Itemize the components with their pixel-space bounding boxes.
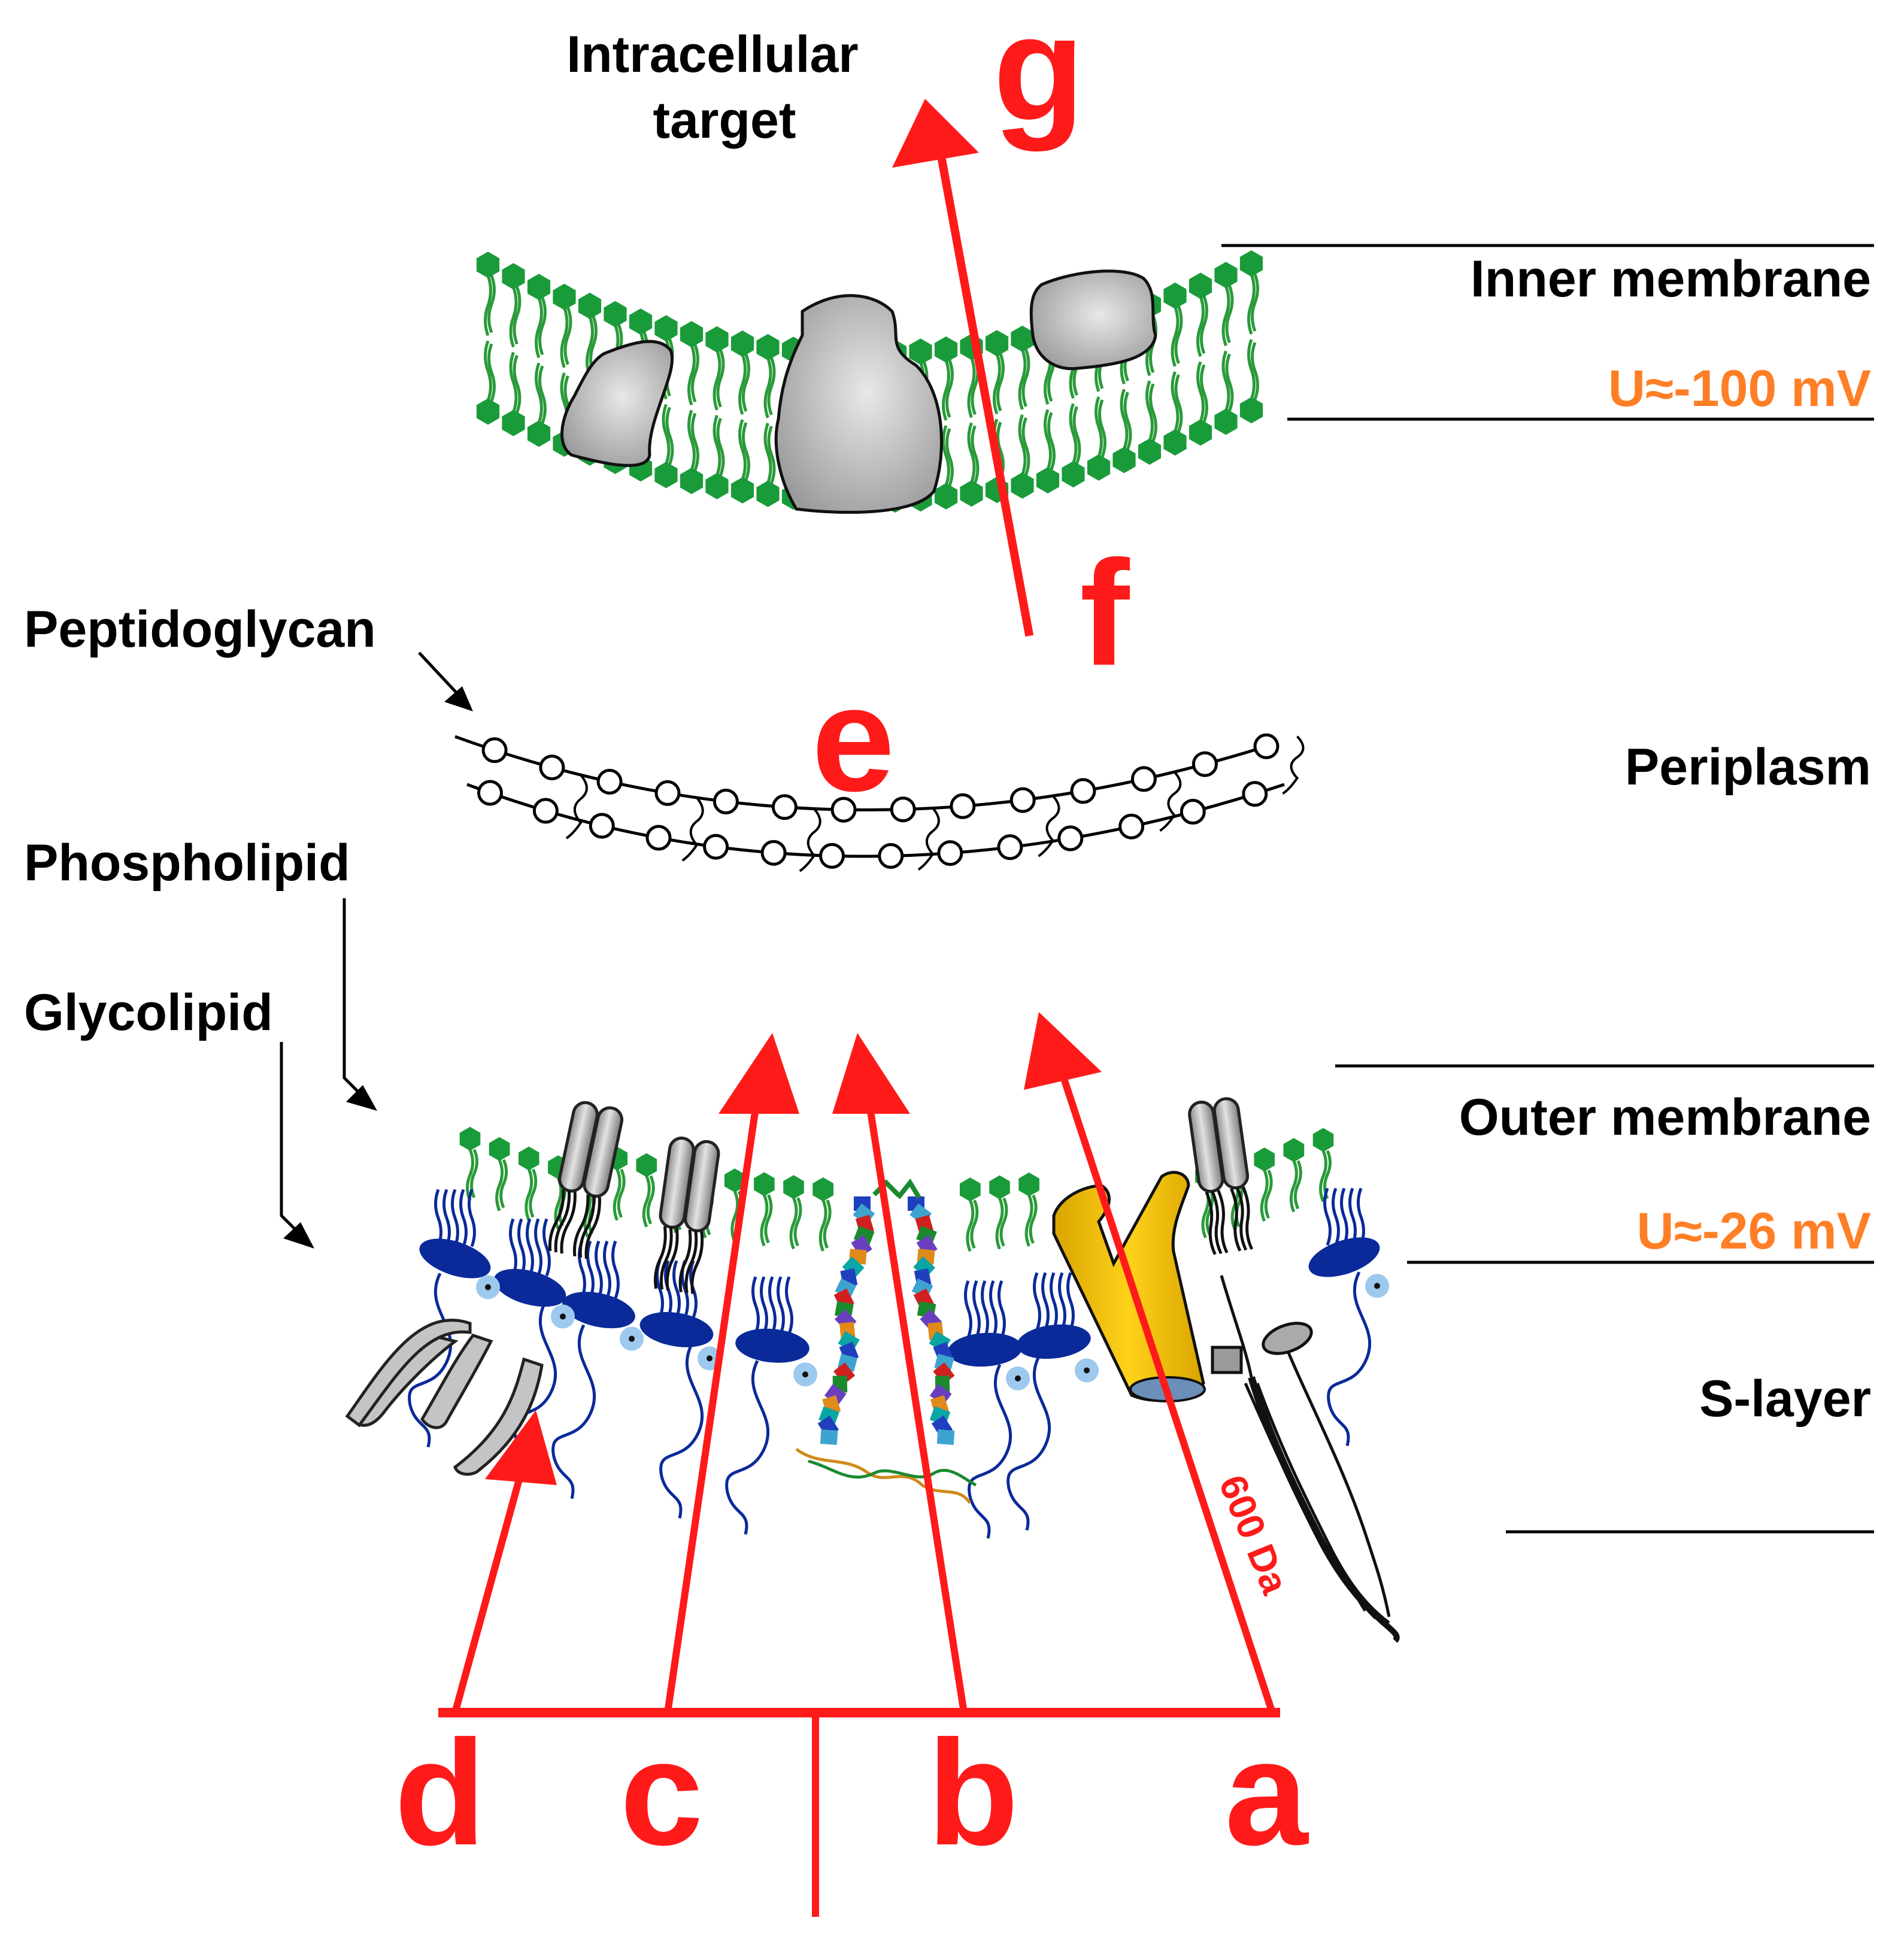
- outer-membrane-potential-label: U≈-26 mV: [1637, 1202, 1871, 1260]
- outer-membrane: [345, 1097, 1400, 1643]
- pathway-letter-e: e: [811, 655, 895, 822]
- peptidoglycan-pointer: [418, 652, 462, 699]
- inner-membrane-protein-left: [560, 340, 674, 467]
- inner-membrane-protein-center: [774, 294, 943, 514]
- arrow-shaft-c: [663, 1092, 762, 1717]
- pathway-letter-a: a: [1224, 1709, 1309, 1876]
- glycolipid-heads: [419, 1237, 1380, 1367]
- mass-cutoff-label: 600 Da: [1211, 1469, 1297, 1600]
- outer-membrane-label: Outer membrane: [1459, 1089, 1871, 1146]
- arrowhead-d: [485, 1410, 557, 1485]
- label-pointers: [280, 652, 473, 1249]
- intracellular-target-label-line1: Intracellular: [566, 26, 859, 83]
- arrowhead-g: [892, 99, 979, 168]
- inner-membrane-protein-right: [1029, 269, 1157, 371]
- peptidoglycan-strand-lower: [466, 783, 1285, 858]
- text-labels: Intracellular target Inner membrane U≈-1…: [24, 0, 1871, 1876]
- inner-membrane-label: Inner membrane: [1471, 250, 1871, 308]
- arrow-shaft-d: [450, 1468, 526, 1717]
- periplasm-label: Periplasm: [1625, 738, 1871, 796]
- cation-bridges: [476, 1274, 1389, 1390]
- pathway-arrows: [438, 144, 1280, 1917]
- intracellular-target-label-line2: target: [653, 92, 796, 149]
- peptidoglycan-crosslinks: [565, 735, 1305, 872]
- level-lines: [1221, 244, 1874, 1534]
- peptide-pore-helices: [795, 1178, 977, 1504]
- phospholipid-pointer: [342, 898, 360, 1094]
- arrow-shaft-a: [1055, 1061, 1277, 1717]
- pathway-letter-f: f: [1080, 529, 1130, 696]
- s-layer-filaments-right: [1211, 1275, 1400, 1643]
- membrane-lipoprotein-pairs: [548, 1097, 1254, 1294]
- arrow-shaft-f: [935, 144, 1034, 637]
- peptidoglycan-label: Peptidoglycan: [24, 601, 376, 658]
- s-layer-proteins-left: [345, 1319, 544, 1476]
- arrowhead-c: [718, 1033, 799, 1114]
- glycolipid-pointer: [280, 1042, 298, 1232]
- s-layer-label: S-layer: [1699, 1370, 1871, 1428]
- inner-membrane-bilayer: [476, 250, 1263, 514]
- inner-membrane-potential-label: U≈-100 mV: [1608, 360, 1871, 417]
- pathway-letter-b: b: [927, 1709, 1019, 1876]
- glycolipid-label: Glycolipid: [24, 984, 273, 1041]
- glycolipid-sugar-chains: [408, 1271, 1372, 1539]
- pathway-letter-g: g: [993, 0, 1085, 152]
- glycolipid-tails: [434, 1187, 1365, 1338]
- phospholipid-label: Phospholipid: [24, 834, 350, 892]
- pathway-arrowheads: [485, 99, 1102, 1485]
- arrowhead-b: [832, 1033, 910, 1114]
- arrowhead-a: [1024, 1012, 1102, 1090]
- peptidoglycan-layer: [454, 733, 1305, 872]
- arrow-shaft-b: [864, 1092, 968, 1717]
- pathway-letter-c: c: [620, 1709, 703, 1876]
- pathway-letter-d: d: [395, 1709, 486, 1876]
- peptidoglycan-nodes: [477, 733, 1280, 869]
